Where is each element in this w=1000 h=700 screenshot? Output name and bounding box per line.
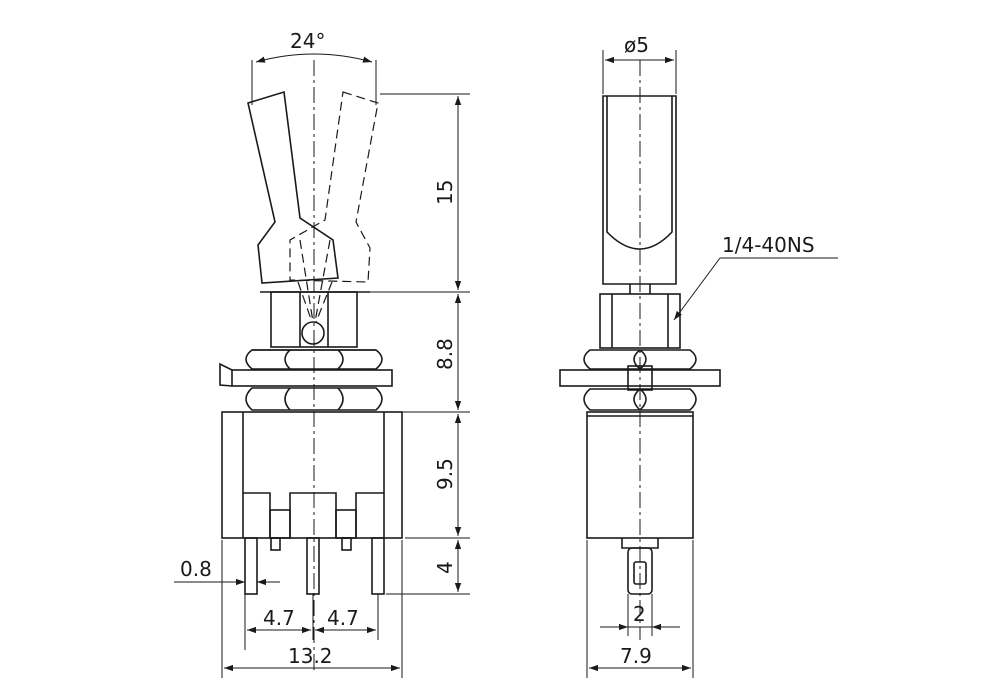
side-terminal-slot — [633, 561, 647, 585]
dim-terminal-thickness-label: 0.8 — [180, 557, 212, 581]
side-upper-nut — [583, 349, 697, 370]
front-contact-slot — [269, 509, 291, 539]
front-terminal-middle — [306, 537, 320, 595]
side-lock-washer — [559, 369, 721, 387]
side-body — [586, 411, 694, 539]
front-lever-pivot-line — [297, 281, 313, 323]
front-lower-nut — [245, 387, 383, 411]
front-terminal-right — [371, 537, 385, 595]
front-terminal-left — [244, 537, 258, 595]
front-pivot-ball — [301, 321, 325, 345]
dim-body-depth-label: 7.9 — [620, 644, 652, 668]
dim-terminal-width-label: 2 — [633, 602, 646, 626]
dim-thread-label: 1/4-40NS — [722, 233, 815, 257]
dim-bushing-height-label: 8.8 — [433, 338, 457, 370]
front-lock-washer — [219, 362, 393, 387]
dim-lever-height-label: 15 — [433, 180, 457, 205]
front-lever-pivot-line — [315, 281, 333, 323]
front-upper-nut — [245, 349, 383, 370]
front-contact-slot — [335, 509, 357, 539]
front-dimensions: 24° 15 8.8 9.5 4 0.8 4.7 4.7 13.2 — [174, 29, 470, 678]
side-view — [559, 60, 721, 640]
dim-terminal-length-label: 4 — [433, 561, 457, 574]
side-lever — [602, 95, 677, 285]
dim-lever-diameter-label: ø5 — [624, 33, 649, 57]
dim-lever-angle-label: 24° — [290, 29, 325, 53]
front-lever-solid — [247, 90, 339, 284]
front-terminal-stub — [270, 537, 281, 551]
dim-pitch-right-label: 4.7 — [327, 606, 359, 630]
side-lever-tip — [606, 96, 673, 250]
dim-pitch-left-label: 4.7 — [263, 606, 295, 630]
front-lever-dashed — [289, 91, 379, 283]
side-bushing — [599, 293, 681, 349]
front-terminal-stub — [341, 537, 352, 551]
dim-thread-leader — [673, 257, 721, 321]
dim-lever-angle-arc — [255, 53, 373, 63]
front-body — [221, 411, 403, 539]
dim-body-height-label: 9.5 — [433, 458, 457, 490]
dim-body-width-label: 13.2 — [288, 644, 333, 668]
side-dimensions: ø5 1/4-40NS 2 7.9 — [586, 33, 838, 678]
side-lower-nut — [583, 388, 697, 411]
front-view — [219, 60, 403, 670]
side-terminal — [627, 547, 653, 595]
